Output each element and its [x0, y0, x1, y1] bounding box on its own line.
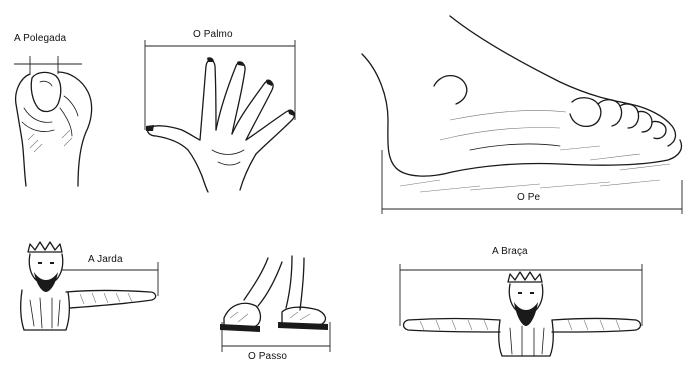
- label-passo: O Passo: [248, 351, 287, 362]
- fathom-king-drawing: [400, 264, 642, 356]
- label-braca: A Braça: [492, 246, 528, 257]
- label-polegada: A Polegada: [14, 33, 66, 44]
- label-pe: O Pe: [517, 192, 540, 203]
- label-jarda: A Jarda: [88, 254, 123, 265]
- spread-hand-drawing: [145, 40, 295, 192]
- pace-feet-drawing: [220, 256, 330, 352]
- label-palmo: O Palmo: [193, 29, 233, 40]
- thumb-hand-drawing: [14, 56, 92, 186]
- foot-drawing: [362, 16, 682, 214]
